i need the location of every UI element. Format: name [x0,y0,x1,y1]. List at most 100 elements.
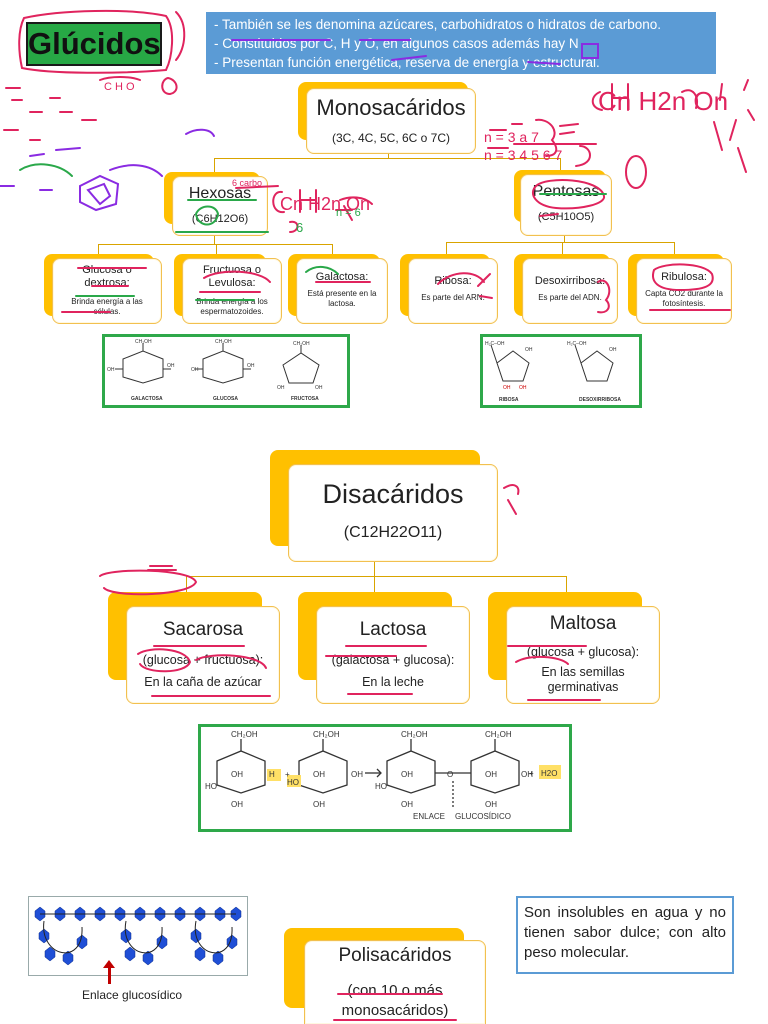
galactosa-desc: Está presente en la lactosa. [307,289,377,308]
svg-text:CH₂OH: CH₂OH [401,730,428,739]
hw-carbons-6: 6 carbo [232,178,262,188]
struct-label-glucosa: GLUCOSA [213,396,238,402]
desoxirribosa-card: Desoxirribosa: Es parte del ADN. [522,258,618,324]
svg-text:OH: OH [167,363,175,369]
hw-formula-general: Cn H2n On [598,86,728,116]
hexosas-card: Hexosas (C6H12O6) [172,176,268,236]
connector [564,236,565,243]
maltosa-desc: En las semillas germinativas [541,665,625,694]
ribulosa-card: Ribulosa: Capta CO2 durante la fotosínte… [636,258,732,324]
connector [446,242,674,243]
disacaridos-card: Disacáridos (C12H22O11) [288,464,498,562]
svg-text:OH: OH [191,367,199,373]
svg-text:HO: HO [375,782,387,791]
svg-text:+: + [285,770,290,779]
lactosa-name: Lactosa [359,619,427,640]
polisacaridos-card: Polisacáridos (con 10 o más monosacárido… [304,940,486,1024]
svg-text:OH: OH [521,770,533,779]
lactosa-desc: En la leche [362,675,424,689]
svg-text:CH₂OH: CH₂OH [135,339,152,345]
svg-text:OH: OH [247,363,255,369]
svg-text:OH: OH [315,385,323,391]
connector [374,576,375,592]
connector [560,158,561,172]
svg-text:OH: OH [313,770,325,779]
svg-text:OH: OH [351,770,363,779]
connector [566,576,567,592]
pentosas-card: Pentosas (C5H10O5) [520,174,612,236]
ribosa-desc: Es parte del ARN. [421,293,485,302]
maltosa-card: Maltosa (glucosa + glucosa): En las semi… [506,606,660,704]
fructuosa-desc: Brinda energía a los espermatozoides. [196,297,268,316]
polysaccharide-chain [28,896,248,976]
sacarosa-card: Sacarosa (glucosa + fructuosa): En la ca… [126,606,280,704]
connector [674,242,675,254]
svg-text:H: H [269,770,275,779]
insoluble-note: Son insolubles en agua y no tienen sabor… [516,896,734,974]
chain-arrow-head [103,960,115,968]
hw-six: 6 [296,220,303,235]
svg-text:O: O [447,770,453,779]
connector [388,154,389,159]
connector [214,158,215,172]
connector [216,244,217,254]
svg-text:OH: OH [519,385,527,391]
hexosas-formula: (C6H12O6) [191,213,249,225]
info-line-1: - También se les denomina azúcares, carb… [214,17,662,32]
water-label: H2O [541,769,557,778]
monosacaridos-title: Monosacáridos [316,95,466,120]
ribulosa-desc: Capta CO2 durante la fotosíntesis. [645,289,723,308]
ribosa-card: Ribosa: Es parte del ARN. [408,258,498,324]
svg-text:OH: OH [609,347,617,353]
svg-text:CH₂OH: CH₂OH [313,730,340,739]
connector [98,244,99,254]
svg-text:CH₂OH: CH₂OH [293,341,310,347]
chain-arrow [108,966,111,984]
chain-label: Enlace glucosídico [82,988,183,1002]
svg-text:OH: OH [485,800,497,809]
connector [332,244,333,254]
svg-text:OH: OH [401,770,413,779]
struct-label-galactosa: GALACTOSA [131,396,163,402]
connector [214,236,215,244]
connector [214,158,560,159]
svg-text:OH: OH [231,770,243,779]
hw-n-values-2: n = 3 4 5 6 7 [484,147,562,163]
disacaridos-title: Disacáridos [322,479,464,509]
svg-text:OH: OH [485,770,497,779]
svg-text:OH: OH [503,385,511,391]
hw-n6: n = 6 [336,207,361,219]
connector [446,242,447,254]
sacarosa-name: Sacarosa [162,619,244,640]
svg-text:OH: OH [231,800,243,809]
desoxirribosa-name: Desoxirribosa: [534,275,606,287]
svg-text:OH: OH [525,347,533,353]
svg-text:+: + [529,769,534,778]
hexosas-title: Hexosas [188,185,252,202]
svg-text:CH₂OH: CH₂OH [485,730,512,739]
connector [374,562,375,576]
polysaccharide-chain-drawing [34,906,242,966]
svg-text:OH: OH [313,800,325,809]
struct-label-ribosa: RIBOSA [499,397,519,403]
info-line-3: - Presentan función energética, reserva … [214,55,600,70]
svg-text:CH₂OH: CH₂OH [231,730,258,739]
maltosa-name: Maltosa [549,613,617,634]
page-title: Glúcidos [26,22,162,66]
bond-label-2: GLUCOSÍDICO [455,812,511,821]
connector [186,576,187,592]
hw-n-values-1: n = 3 a 7 [484,129,539,145]
ribulosa-name: Ribulosa: [661,271,707,283]
connector [562,242,563,254]
disacaridos-formula: (C12H22O11) [343,524,443,541]
ribosa-name: Ribosa: [434,275,472,287]
svg-text:OH: OH [107,367,115,373]
hw-c-h-o: C H O [104,81,135,93]
pentosas-title: Pentosas [532,183,600,200]
maltosa-comp: (glucosa + glucosa): [526,645,640,659]
struct-label-desoxirribosa: DESOXIRRIBOSA [579,397,621,403]
